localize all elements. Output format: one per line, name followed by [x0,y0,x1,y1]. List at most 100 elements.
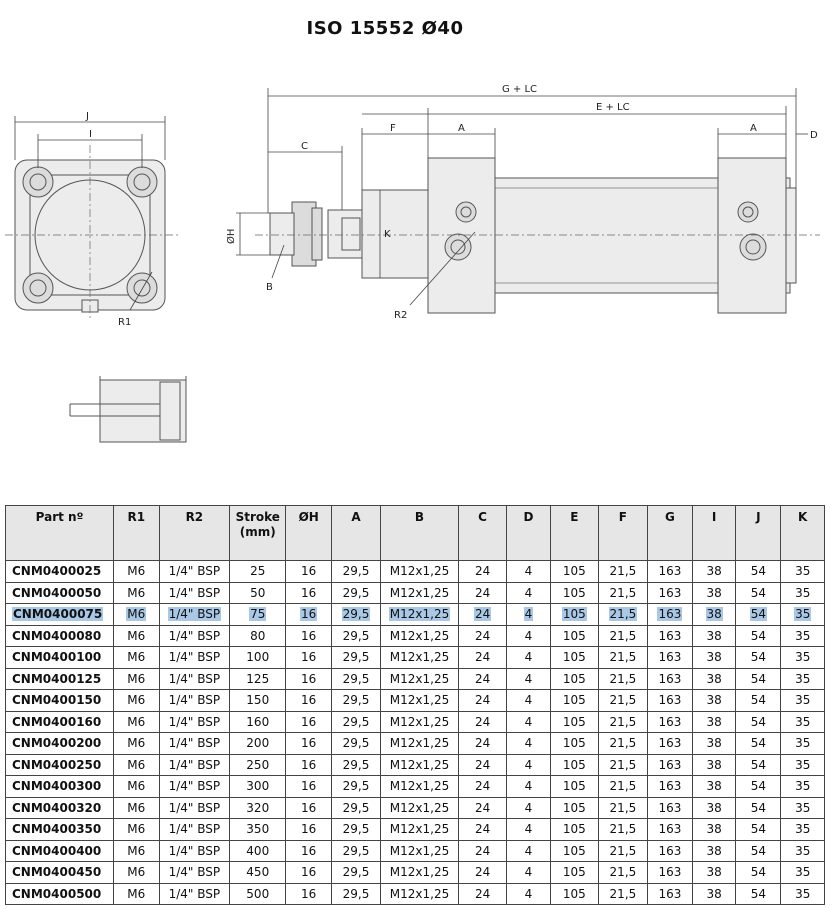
table-cell: 16 [285,861,333,884]
table-cell: 38 [691,861,737,884]
table-cell: M12x1,25 [380,710,459,733]
part-number-cell: CNM0400250 [5,753,114,776]
table-cell: 21,5 [597,796,648,819]
table-cell: 105 [549,560,599,583]
column-header: F [597,505,648,561]
table-cell: 29,5 [331,753,382,776]
dim-label-r1: R1 [118,317,131,328]
table-cell: 54 [735,775,782,798]
table-cell: 450 [229,861,287,884]
part-number-cell: CNM0400500 [5,882,114,905]
front-view: J I R1 [5,111,178,328]
table-cell: 1/4" BSP [158,839,231,862]
table-cell: 54 [735,861,782,884]
table-cell: 16 [285,603,333,626]
table-cell: 80 [229,624,287,647]
table-cell: 29,5 [331,560,382,583]
table-cell: M6 [112,646,160,669]
corner-boss-tr [126,166,158,198]
table-cell: 35 [780,775,825,798]
table-cell: 29,5 [331,732,382,755]
cylinder-symbol [69,376,187,443]
table-cell: 4 [506,839,551,862]
dim-label-b: B [266,282,273,293]
table-cell: 163 [646,624,693,647]
table-cell: 54 [735,624,782,647]
table-cell: 38 [691,882,737,905]
table-cell: 16 [285,710,333,733]
column-header: G [646,505,693,561]
table-cell: 29,5 [331,624,382,647]
table-cell: 54 [735,689,782,712]
table-cell: 24 [457,775,508,798]
table-cell: 21,5 [597,839,648,862]
table-cell: M6 [112,689,160,712]
table-cell: 38 [691,710,737,733]
table-cell: 16 [285,753,333,776]
corner-boss-bl [22,272,54,304]
part-number-cell: CNM0400320 [5,796,114,819]
table-cell: M12x1,25 [380,839,459,862]
part-number-cell: CNM0400300 [5,775,114,798]
dim-label-e-lc: E + LC [596,102,630,113]
table-cell: 38 [691,646,737,669]
table-cell: M6 [112,818,160,841]
table-cell: 16 [285,689,333,712]
table-cell: 24 [457,624,508,647]
table-cell: 24 [457,710,508,733]
table-cell: 500 [229,882,287,905]
table-cell: 1/4" BSP [158,882,231,905]
dim-label-d: D [810,130,818,141]
table-cell: M12x1,25 [380,624,459,647]
dim-label-g-lc: G + LC [502,84,537,95]
table-cell: 160 [229,710,287,733]
part-number-cell: CNM0400080 [5,624,114,647]
side-view: G + LC E + LC F A A D C ØH K B [225,84,820,321]
table-cell: 24 [457,796,508,819]
dim-label-f: F [390,123,396,134]
table-cell: 35 [780,560,825,583]
part-number-cell: CNM0400150 [5,689,114,712]
table-cell: M6 [112,839,160,862]
table-cell: 105 [549,624,599,647]
table-cell: 4 [506,796,551,819]
table-cell: 35 [780,603,825,626]
table-cell: 54 [735,882,782,905]
table-cell: 24 [457,882,508,905]
table-cell: 35 [780,818,825,841]
table-cell: M6 [112,603,160,626]
table-cell: 38 [691,818,737,841]
part-number-cell: CNM0400160 [5,710,114,733]
part-number-cell: CNM0400125 [5,667,114,690]
table-cell: 54 [735,753,782,776]
page-title: ISO 15552 Ø40 [306,18,464,39]
table-cell: 100 [229,646,287,669]
table-cell: M6 [112,753,160,776]
table-cell: 35 [780,861,825,884]
table-cell: 163 [646,710,693,733]
table-cell: 24 [457,861,508,884]
table-cell: 4 [506,581,551,604]
table-cell: 21,5 [597,753,648,776]
table-cell: 1/4" BSP [158,624,231,647]
table-cell: 105 [549,710,599,733]
table-cell: 38 [691,624,737,647]
part-number-cell: CNM0400200 [5,732,114,755]
column-header: C [457,505,508,561]
table-cell: M6 [112,861,160,884]
table-cell: 16 [285,581,333,604]
part-number-cell: CNM0400025 [5,560,114,583]
table-cell: 105 [549,775,599,798]
table-cell: 105 [549,861,599,884]
dim-label-i: I [89,129,92,140]
table-cell: M12x1,25 [380,753,459,776]
table-cell: 16 [285,624,333,647]
table-cell: 35 [780,667,825,690]
table-cell: M12x1,25 [380,861,459,884]
